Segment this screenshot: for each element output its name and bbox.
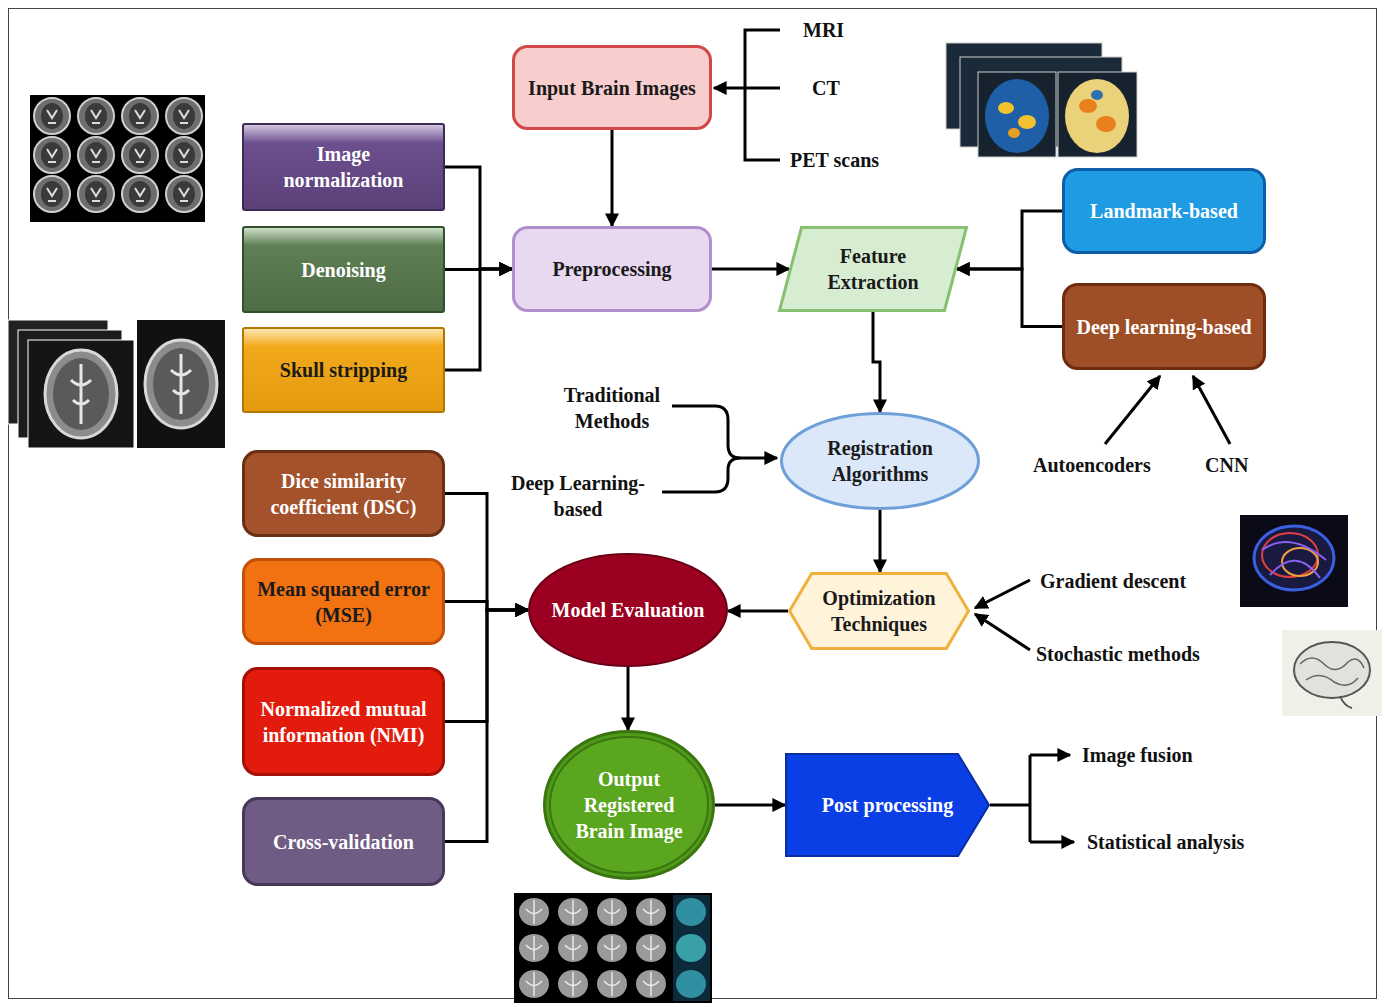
text-area: Denoising bbox=[256, 234, 431, 305]
modality-label: CT bbox=[812, 75, 840, 101]
text-area: Preprocessing bbox=[526, 234, 698, 304]
node-text: Post processing bbox=[822, 792, 953, 818]
node-text: Dice similarity coefficient (DSC) bbox=[256, 468, 431, 520]
node-outline bbox=[778, 226, 968, 312]
preprocessing-step-box: Image normalization bbox=[242, 123, 445, 211]
text-area: Normalized mutual information (NMI) bbox=[256, 675, 431, 768]
output-label: Image fusion bbox=[1082, 742, 1193, 768]
connector-arrow bbox=[627, 667, 630, 730]
connector-arrow bbox=[445, 494, 528, 611]
text-area: Deep learning-based bbox=[1076, 291, 1252, 362]
node-text: Mean squared error (MSE) bbox=[256, 576, 431, 628]
connector-arrow bbox=[957, 269, 1062, 327]
method-box: Landmark-based bbox=[1062, 168, 1266, 254]
text-area: Optimization Techniques bbox=[812, 578, 946, 644]
node-outline bbox=[242, 558, 445, 645]
process-chevron: Post processing bbox=[785, 753, 990, 857]
method-label: Traditional Methods bbox=[537, 382, 687, 434]
text-area: Cross-validation bbox=[256, 805, 431, 878]
text-area: Output Registered Brain Image bbox=[573, 748, 685, 862]
node-text: Output Registered Brain Image bbox=[573, 766, 685, 844]
node-text: Registration Algorithms bbox=[806, 435, 954, 487]
node-text: Input Brain Images bbox=[528, 75, 696, 101]
node-outline bbox=[788, 572, 970, 650]
connector-arrow bbox=[715, 804, 785, 807]
metric-box: Normalized mutual information (NMI) bbox=[242, 667, 445, 776]
optimizer-label: Gradient descent bbox=[1040, 568, 1186, 594]
metric-box: Dice similarity coefficient (DSC) bbox=[242, 450, 445, 537]
text-area: Dice similarity coefficient (DSC) bbox=[256, 458, 431, 529]
frame-border bbox=[9, 9, 1377, 999]
process-box: Preprocessing bbox=[512, 226, 712, 312]
metric-box: Mean squared error (MSE) bbox=[242, 558, 445, 645]
text-area: Feature Extraction bbox=[806, 234, 940, 304]
connector-arrow bbox=[879, 510, 882, 572]
text-area: Landmark-based bbox=[1076, 176, 1252, 246]
registered-thumbnail bbox=[514, 893, 712, 1003]
node-text: Deep learning-based bbox=[1077, 314, 1252, 340]
method-brace bbox=[662, 406, 777, 492]
mri-thumbnail bbox=[8, 320, 225, 448]
connector-arrow bbox=[873, 312, 880, 412]
text-area: Input Brain Images bbox=[526, 53, 698, 122]
node-outline bbox=[780, 412, 980, 510]
node-outline bbox=[242, 123, 445, 211]
pet-thumbnail bbox=[946, 43, 1137, 157]
text-area: Registration Algorithms bbox=[806, 426, 954, 496]
metric-box: Cross-validation bbox=[242, 797, 445, 886]
connector-arrow bbox=[445, 269, 512, 370]
brain-network-image bbox=[1240, 515, 1348, 607]
optimization-hexagon: Optimization Techniques bbox=[788, 572, 970, 650]
connector-arrow bbox=[957, 211, 1062, 269]
connector-arrow bbox=[445, 610, 528, 842]
node-text: Denoising bbox=[301, 257, 385, 283]
node-text: Normalized mutual information (NMI) bbox=[256, 696, 431, 748]
node-outline bbox=[242, 667, 445, 776]
model-label: Autoencoders bbox=[1033, 452, 1151, 478]
postprocess-fork bbox=[990, 755, 1074, 842]
text-area: Post processing bbox=[821, 763, 954, 847]
model-type-arrows bbox=[1105, 376, 1230, 444]
node-text: Feature Extraction bbox=[806, 243, 940, 295]
modality-bracket bbox=[714, 30, 780, 160]
modality-label: PET scans bbox=[790, 147, 879, 173]
text-area: Skull stripping bbox=[256, 335, 431, 405]
node-text: Model Evaluation bbox=[552, 597, 705, 623]
method-label: Deep Learning-based bbox=[488, 470, 668, 522]
node-text: Preprocessing bbox=[552, 256, 671, 282]
optimizer-arrows bbox=[975, 580, 1030, 650]
optimizer-label: Stochastic methods bbox=[1036, 641, 1200, 667]
model-label: CNN bbox=[1205, 452, 1248, 478]
connector-arrow bbox=[611, 130, 614, 226]
connector-arrow bbox=[728, 610, 788, 613]
process-parallelogram: Feature Extraction bbox=[778, 226, 968, 312]
node-text: Landmark-based bbox=[1090, 198, 1238, 224]
text-area: Model Evaluation bbox=[542, 567, 714, 653]
connector-arrow bbox=[445, 167, 512, 269]
connector-arrow bbox=[712, 268, 789, 271]
node-outline bbox=[242, 450, 445, 537]
text-area: Image normalization bbox=[256, 131, 431, 203]
preprocessing-step-box: Denoising bbox=[242, 226, 445, 313]
input-box: Input Brain Images bbox=[512, 45, 712, 130]
brain-sketch-image bbox=[1282, 630, 1382, 716]
node-text: Image normalization bbox=[256, 141, 431, 193]
ct-thumbnail bbox=[30, 95, 205, 222]
output-circle: Output Registered Brain Image bbox=[543, 730, 715, 880]
node-text: Cross-validation bbox=[273, 829, 414, 855]
output-label: Statistical analysis bbox=[1087, 829, 1244, 855]
node-text: Skull stripping bbox=[280, 357, 407, 383]
modality-label: MRI bbox=[803, 17, 844, 43]
process-ellipse: Registration Algorithms bbox=[780, 412, 980, 510]
method-box: Deep learning-based bbox=[1062, 283, 1266, 370]
text-area: Mean squared error (MSE) bbox=[256, 566, 431, 637]
node-text: Optimization Techniques bbox=[812, 585, 946, 637]
preprocessing-step-box: Skull stripping bbox=[242, 327, 445, 413]
evaluation-ellipse: Model Evaluation bbox=[528, 553, 728, 667]
